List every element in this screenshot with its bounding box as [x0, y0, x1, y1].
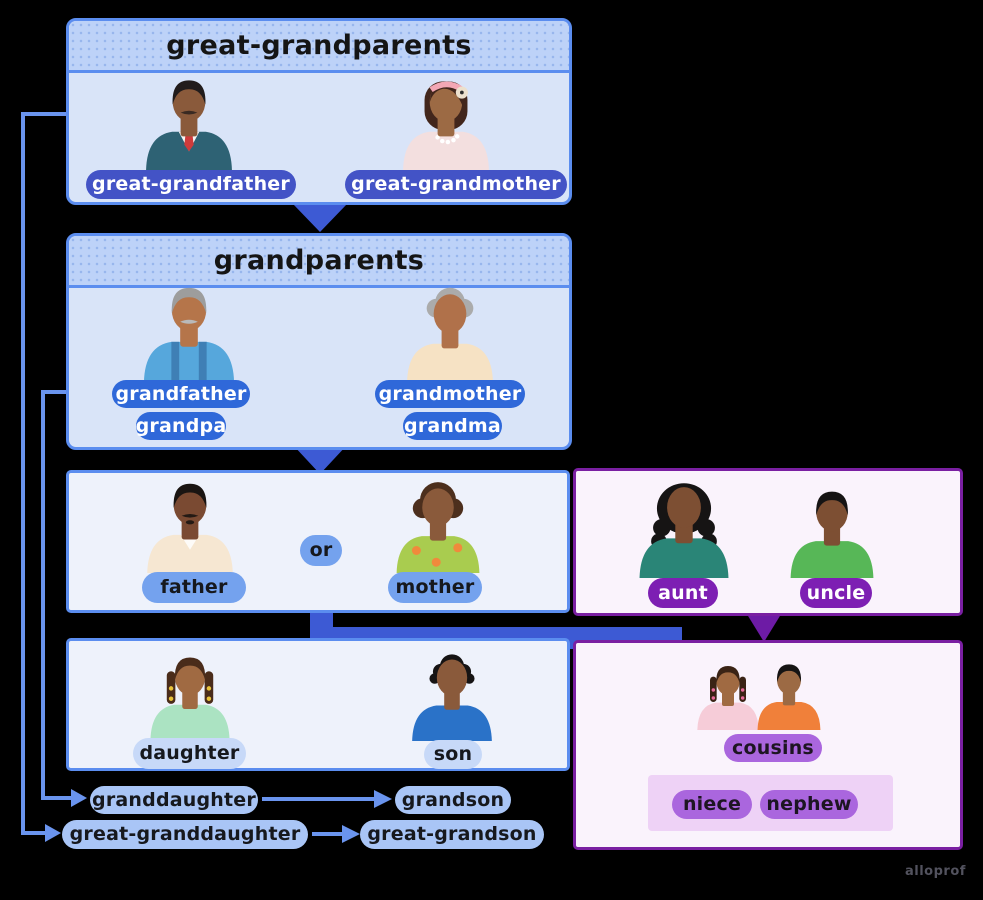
father-label: father	[142, 572, 246, 603]
grandma-label: grandma	[403, 412, 502, 440]
arrowhead-into-great-grandson-icon	[342, 825, 360, 843]
cousins-label: cousins	[724, 734, 822, 762]
great-grandparents-title: great-grandparents	[69, 21, 569, 73]
cousin-girl-avatar	[688, 646, 768, 730]
connector-grandchild-line-bottom	[41, 796, 71, 800]
cousin-boy-avatar	[748, 650, 830, 730]
aunt-uncle-box	[573, 468, 963, 616]
grandfather-label: grandfather	[112, 380, 250, 408]
connector-great-grandchild-line-top	[21, 112, 91, 116]
grandson-label: grandson	[395, 786, 511, 814]
great-grandmother-avatar	[390, 74, 502, 170]
aunt-label: aunt	[648, 578, 718, 608]
uncle-label: uncle	[800, 578, 872, 608]
mother-avatar	[384, 482, 492, 573]
grandfather-avatar	[130, 284, 248, 382]
great-granddaughter-label: great-granddaughter	[62, 820, 308, 849]
or-label: or	[300, 535, 342, 566]
nephew-label: nephew	[760, 790, 858, 819]
arrowhead-into-grandson-icon	[374, 790, 392, 808]
niece-label: niece	[672, 790, 752, 819]
great-grandson-label: great-grandson	[360, 820, 544, 849]
alloprof-watermark: alloprof	[905, 864, 966, 879]
connector-granddaughter-to-grandson	[262, 797, 374, 801]
grandmother-avatar	[394, 286, 506, 382]
son-avatar	[400, 654, 504, 741]
mother-label: mother	[388, 572, 482, 603]
daughter-avatar	[138, 654, 242, 740]
grandpa-label: grandpa	[136, 412, 226, 440]
uncle-avatar	[778, 478, 886, 578]
grandparents-title: grandparents	[69, 236, 569, 288]
connector-grandchild-line-vertical	[41, 390, 45, 800]
arrowhead-into-great-granddaughter-icon	[45, 824, 61, 842]
arrow-auntuncle-to-cousins-head-icon	[745, 611, 783, 642]
granddaughter-label: granddaughter	[90, 786, 258, 814]
arrowhead-into-granddaughter-icon	[71, 789, 87, 807]
son-label: son	[424, 740, 482, 769]
connector-great-grandchild-line-bottom	[21, 831, 45, 835]
grandmother-label: grandmother	[375, 380, 525, 408]
arrow-greatgrandparents-to-grandparents-head-icon	[293, 204, 347, 232]
great-grandfather-avatar	[133, 72, 245, 170]
daughter-label: daughter	[133, 738, 246, 769]
great-grandmother-label: great-grandmother	[345, 170, 567, 199]
great-grandfather-label: great-grandfather	[86, 170, 296, 199]
aunt-avatar	[626, 476, 742, 578]
father-avatar	[134, 480, 246, 573]
connector-great-granddaughter-to-great-grandson	[312, 832, 342, 836]
connector-great-grandchild-line-vertical	[21, 112, 25, 835]
